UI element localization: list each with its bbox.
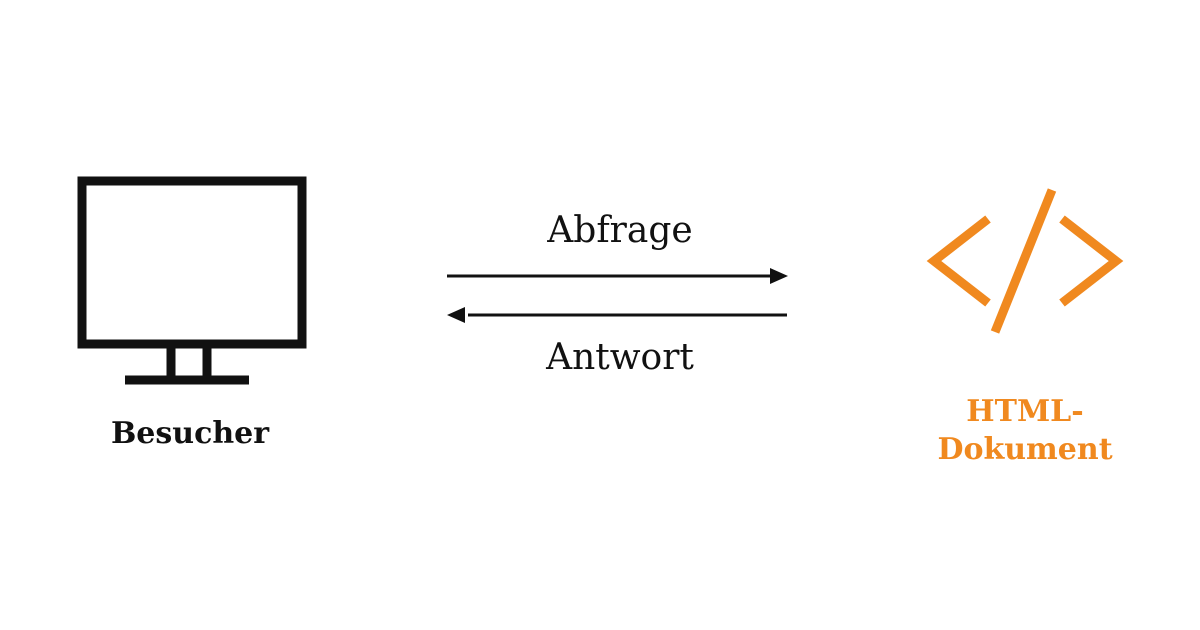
request-arrow <box>447 268 788 284</box>
response-arrowhead <box>447 307 465 323</box>
code-brackets-icon <box>926 188 1124 334</box>
response-label: Antwort <box>546 337 694 378</box>
monitor-icon <box>77 176 307 385</box>
arrows <box>447 268 788 323</box>
monitor-screen <box>77 176 307 349</box>
left-angle-bracket <box>926 215 991 307</box>
document-label: HTML- Dokument <box>905 393 1145 469</box>
visitor-label: Besucher <box>110 416 270 451</box>
right-angle-bracket <box>1059 215 1124 307</box>
response-arrow <box>447 307 787 323</box>
request-arrowhead <box>770 268 788 284</box>
document-label-line1: HTML- <box>966 394 1084 429</box>
slash <box>990 188 1057 334</box>
document-label-line2: Dokument <box>937 432 1113 467</box>
request-label: Abfrage <box>547 210 693 251</box>
